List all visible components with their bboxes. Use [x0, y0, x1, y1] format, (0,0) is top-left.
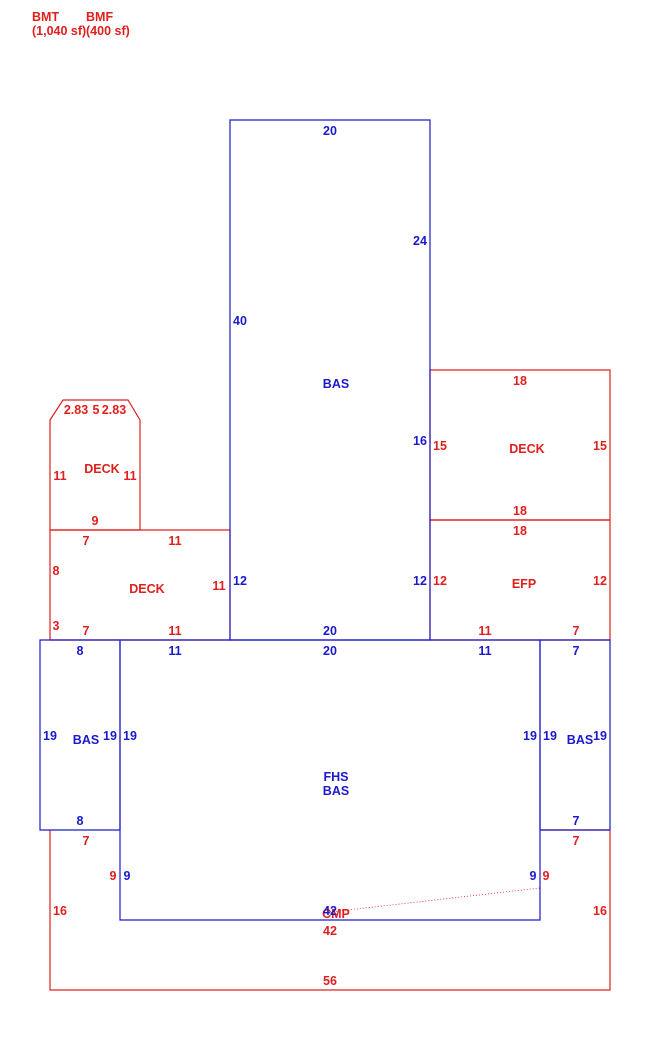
dimension-label: 11 [168, 624, 181, 638]
dimension-label: 20 [323, 124, 337, 138]
dimension-label: 40 [233, 314, 247, 328]
dimension-label: 11 [478, 624, 491, 638]
area-label: DECK [129, 582, 164, 596]
dimension-label: 19 [43, 729, 57, 743]
dimension-label: 8 [77, 814, 84, 828]
area-label: FHS [324, 770, 349, 784]
dimension-label: 9 [530, 869, 537, 883]
cmp-dotted-line [329, 887, 541, 913]
dimension-label: 18 [513, 374, 527, 388]
dimension-label: 24 [413, 234, 427, 248]
dimension-label: 19 [123, 729, 137, 743]
dimension-label: 8 [77, 644, 84, 658]
dimension-label: 15 [593, 439, 607, 453]
area-label: DECK [84, 462, 119, 476]
bas-right-outline [539, 639, 611, 831]
cmp-outline [49, 830, 611, 991]
dimension-label: 11 [212, 579, 225, 593]
dimension-label: 42 [323, 904, 337, 918]
dimension-label: 20 [323, 644, 337, 658]
dimension-label: 9 [543, 869, 550, 883]
dimension-label: 19 [523, 729, 537, 743]
dimension-label: 15 [433, 439, 447, 453]
area-label: DECK [509, 442, 544, 456]
dimension-label: 7 [83, 624, 90, 638]
area-label: CMP [322, 907, 350, 921]
dimension-label: 12 [413, 574, 427, 588]
dimension-label: 18 [513, 504, 527, 518]
bmf-label: BMF [86, 10, 113, 24]
area-label: BAS [73, 733, 99, 747]
dimension-label: 19 [103, 729, 117, 743]
dimension-label: 16 [53, 904, 67, 918]
dimension-label: 11 [168, 534, 181, 548]
dimension-label: 9 [110, 869, 117, 883]
dimension-label: 12 [233, 574, 247, 588]
dimension-label: 19 [593, 729, 607, 743]
dimension-label: 11 [478, 644, 491, 658]
dimension-label: 56 [323, 974, 337, 988]
dimension-label: 16 [413, 434, 427, 448]
dimension-label: 11 [53, 469, 66, 483]
dimension-label: 19 [543, 729, 557, 743]
bas-left-outline [39, 639, 121, 831]
area-label: BAS [323, 784, 349, 798]
dimension-label: 42 [323, 924, 337, 938]
area-label: BAS [323, 377, 349, 391]
dimension-label: 7 [573, 834, 580, 848]
dimension-label: 7 [83, 834, 90, 848]
dimension-label: 3 [53, 619, 60, 633]
dimension-label: 9 [92, 514, 99, 528]
dimension-label: 7 [573, 644, 580, 658]
dimension-label: 2.83 [64, 403, 88, 417]
dimension-label: 5 [93, 403, 100, 417]
dimension-label: 18 [513, 524, 527, 538]
dimension-label: 7 [573, 624, 580, 638]
dimension-label: 12 [433, 574, 447, 588]
dimension-label: 9 [124, 869, 131, 883]
area-label: BAS [567, 733, 593, 747]
bmt-area: (1,040 sf) [32, 24, 86, 38]
dimension-label: 7 [573, 814, 580, 828]
dimension-label: 20 [323, 624, 337, 638]
dimension-label: 12 [593, 574, 607, 588]
dimension-label: 8 [53, 564, 60, 578]
bmf-area: (400 sf) [86, 24, 130, 38]
dimension-label: 11 [168, 644, 181, 658]
bmt-label: BMT [32, 10, 59, 24]
dimension-label: 7 [83, 534, 90, 548]
dimension-label: 16 [593, 904, 607, 918]
dimension-label: 11 [123, 469, 136, 483]
dimension-label: 2.83 [102, 403, 126, 417]
area-label: EFP [512, 577, 536, 591]
